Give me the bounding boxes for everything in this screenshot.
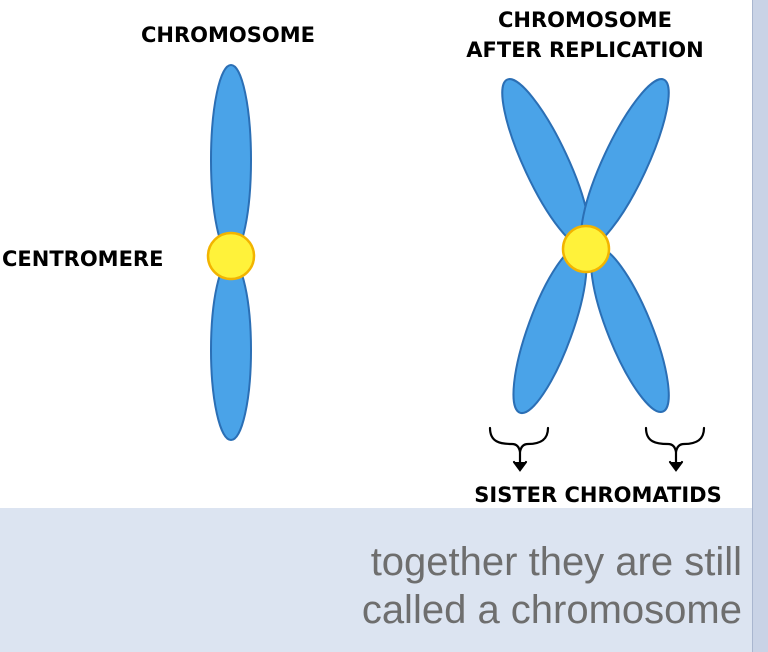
caption-line-1: together they are still: [370, 540, 742, 584]
label-after-line2: AFTER REPLICATION: [466, 38, 703, 62]
diagram-panel: CHROMOSOME CHROMOSOME AFTER REPLICATION …: [0, 0, 752, 508]
replicated-chromosome: [501, 78, 670, 415]
centromere: [206, 231, 256, 281]
chromosome-diagram: CHROMOSOME CHROMOSOME AFTER REPLICATION …: [2, 8, 722, 507]
brace-arrow-right: [644, 426, 706, 472]
slide-right-edge: [752, 0, 768, 652]
brace-arrow-left: [488, 426, 550, 472]
single-chromosome: [206, 64, 256, 441]
chromatid-lower-arm: [210, 259, 252, 441]
label-after-line1: CHROMOSOME: [498, 8, 672, 32]
caption: together they are still called a chromos…: [182, 538, 742, 634]
label-sister-chromatids: SISTER CHROMATIDS: [474, 483, 721, 507]
caption-line-2: called a chromosome: [361, 588, 742, 632]
centromere-replicated: [561, 224, 611, 274]
label-centromere: CENTROMERE: [2, 247, 163, 271]
label-chromosome: CHROMOSOME: [141, 23, 315, 47]
chromatid-upper-arm: [210, 64, 252, 256]
